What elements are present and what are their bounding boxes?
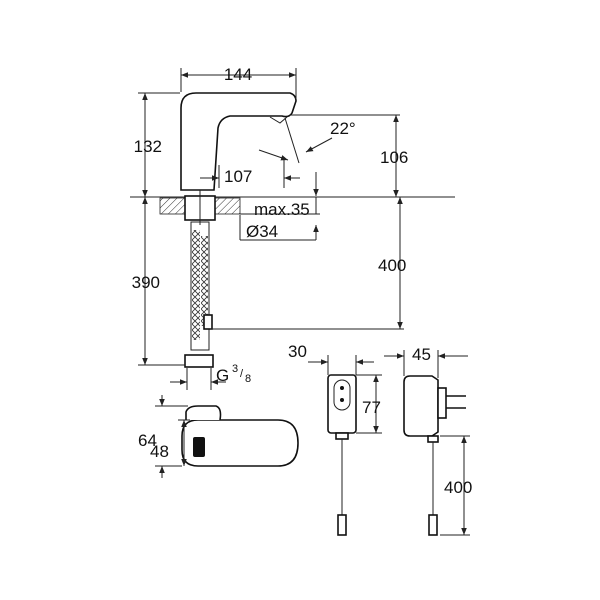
power-adapter [403,375,466,536]
dim-hole-diameter: Ø34 [239,215,319,241]
dim-label-d34: Ø34 [246,222,278,241]
dim-spout-reach: 144 [180,65,297,100]
control-box-plug [337,514,347,536]
hose-braid-left [192,230,200,340]
dim-top-64: 64 [138,395,188,478]
top-view-lever [185,405,222,421]
faucet-top-view [181,405,299,467]
dim-label-48: 48 [150,442,169,461]
control-box-body [327,374,357,434]
dim-hose-right: 400 [210,197,406,330]
adapter-plug [428,514,438,536]
dim-label-77: 77 [362,398,381,417]
thread-slash: / [240,368,244,380]
faucet-side-view [130,92,455,368]
thread-connector [184,354,214,368]
hose-outline [190,221,210,351]
dim-sensor-offset: 107 [200,160,319,196]
dim-label-64: 64 [138,431,157,450]
control-box-socket [333,379,351,411]
dim-deck-thickness: max.35 [240,197,320,219]
hose-braid-right [201,236,208,326]
dim-adapter-45: 45 [384,345,468,378]
dim-label-132: 132 [134,137,162,156]
dim-label-107: 107 [224,167,252,186]
dim-label-30: 30 [288,342,307,361]
sensor-window [193,437,205,457]
top-view-body [181,419,299,467]
dim-label-106: 106 [380,148,408,167]
hose-fitting [203,314,213,330]
control-box [327,374,357,536]
dim-label-45: 45 [412,345,431,364]
faucet-body [180,92,297,191]
dim-adapter-400: 400 [440,435,472,536]
thread-numerator: 3 [232,363,238,375]
dim-box-30: 30 [288,342,374,375]
dim-label-144: 144 [224,65,252,84]
dim-height: 132 [134,92,180,197]
dim-box-77: 77 [356,374,382,434]
thread-prefix: G [216,366,229,385]
dim-label-max35: max.35 [254,200,310,219]
dim-hose-left: 390 [132,197,185,366]
dim-label-400-hose: 400 [378,256,406,275]
dim-label-22: 22° [330,119,356,138]
dim-outlet-height: 106 [290,114,408,197]
adapter-body [403,375,439,437]
dim-top-48: 48 [150,419,190,466]
spout-aerator [269,116,288,124]
thread-denominator: 8 [245,373,251,385]
dim-label-390: 390 [132,273,160,292]
dim-angle: 22° [258,117,356,164]
dim-thread: G 3 / 8 [170,363,251,390]
dim-label-400-cable: 400 [444,478,472,497]
